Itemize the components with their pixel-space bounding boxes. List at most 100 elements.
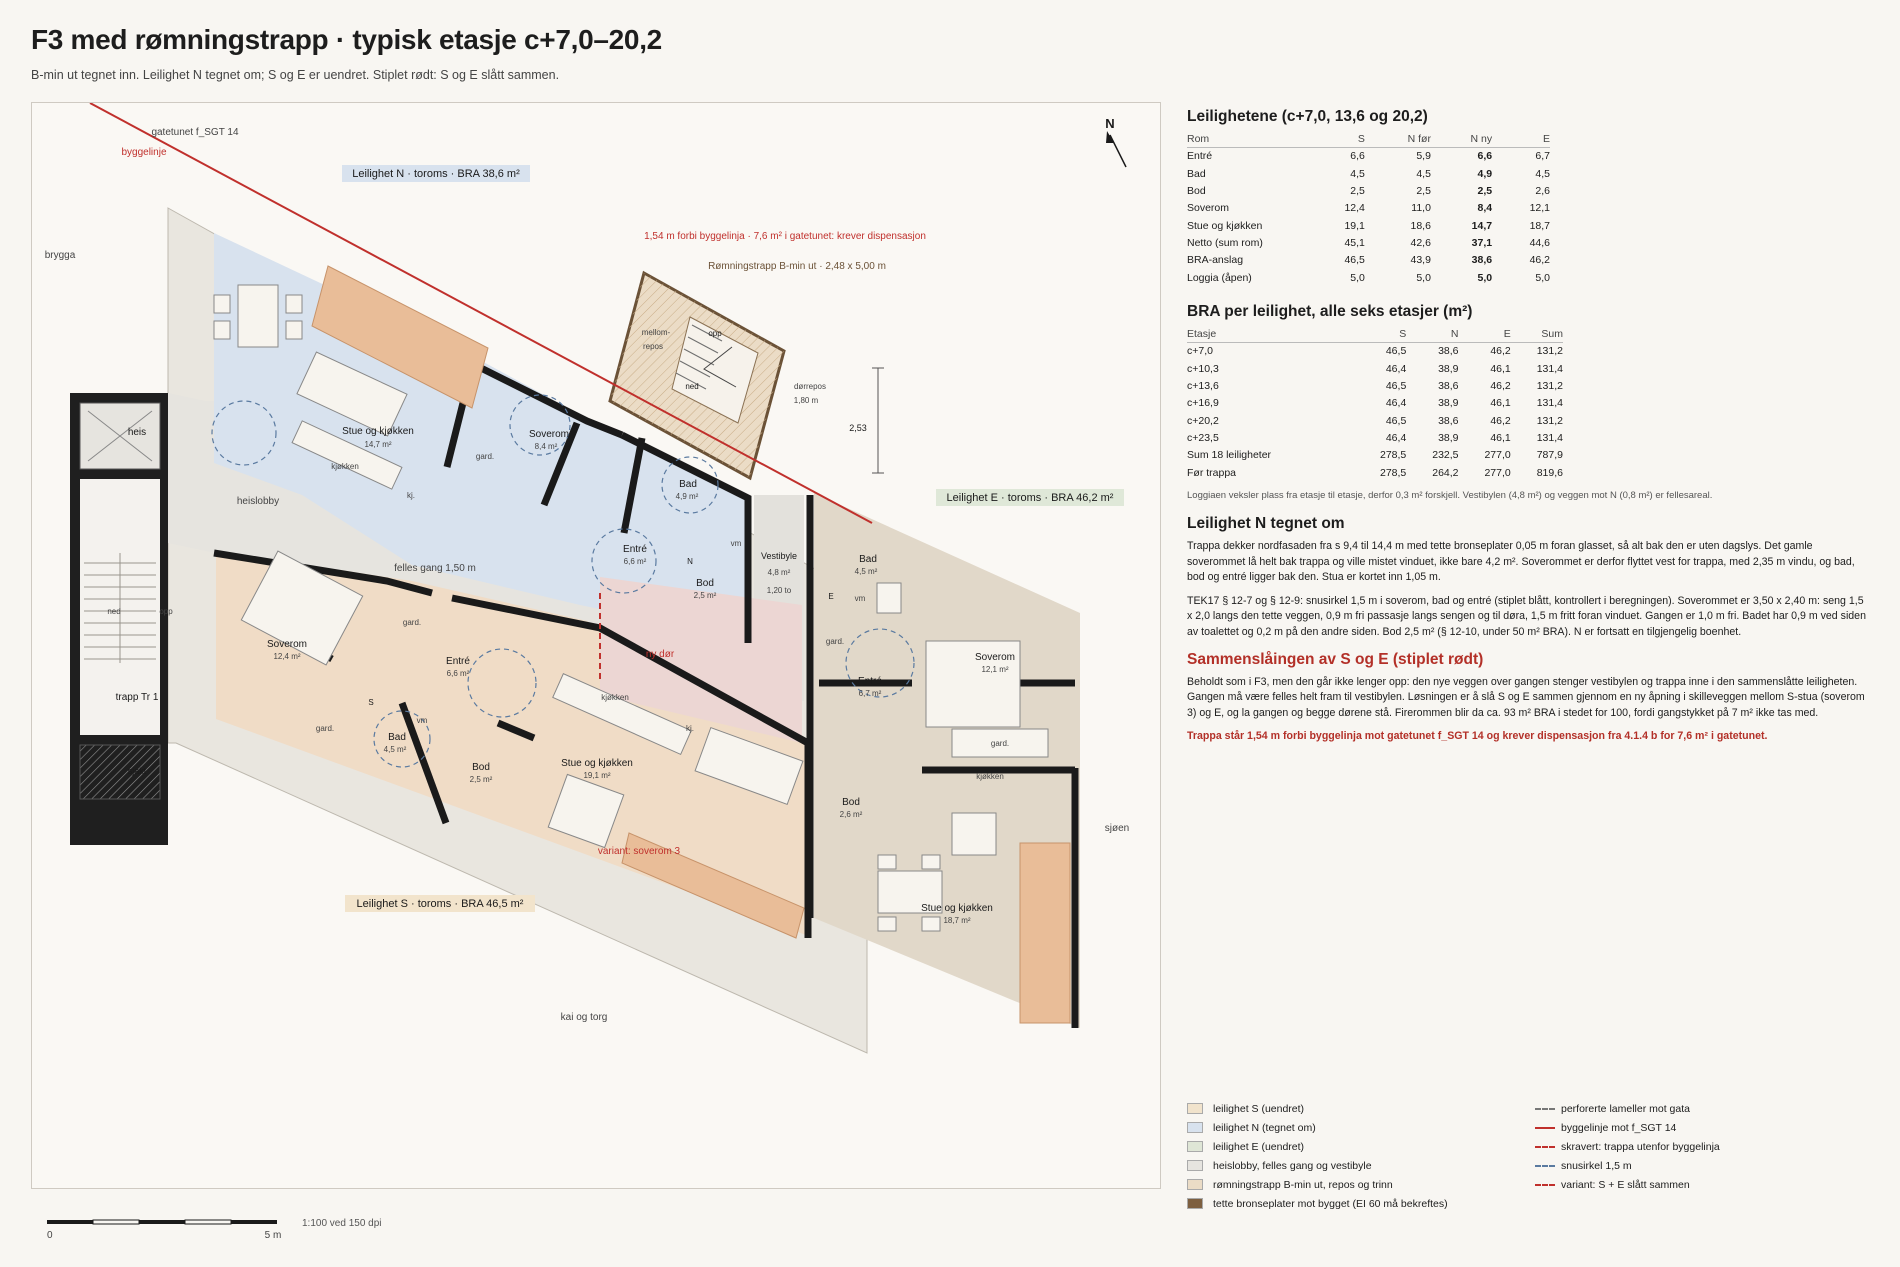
- cell: 6,6: [1477, 150, 1493, 163]
- legend-item: byggelinje mot f_SGT 14: [1535, 1121, 1720, 1140]
- cell: 38,6: [1471, 254, 1493, 267]
- info-panel: Leilighetene (c+7,0, 13,6 og 20,2) Rom S…: [1187, 108, 1867, 753]
- cell: 46,5: [1385, 379, 1407, 392]
- cell: c+23,5: [1187, 432, 1219, 445]
- legend-line-4: [1535, 1184, 1555, 1186]
- legend-swatch-3: [1187, 1160, 1203, 1171]
- dorrepos-dim-label: 1,80 m: [794, 396, 819, 405]
- n-kj-label: kj.: [407, 491, 415, 500]
- cell: Stue og kjøkken: [1187, 219, 1263, 232]
- e-stue-area: 18,7 m²: [943, 916, 970, 925]
- legend-item: leilighet N (tegnet om): [1187, 1121, 1448, 1140]
- stair-opp-label: opp: [708, 329, 722, 338]
- legend-label: skravert: trappa utenfor byggelinja: [1561, 1141, 1720, 1153]
- cell: 131,4: [1536, 432, 1563, 445]
- unit-s-area: [216, 551, 806, 935]
- cell: 46,4: [1385, 432, 1407, 445]
- legend-fills: leilighet S (uendret) leilighet N (tegne…: [1187, 1102, 1448, 1216]
- e-soverom-label: Soverom: [975, 652, 1015, 663]
- n-kjokken-label: kjøkken: [331, 462, 359, 471]
- cell: 42,6: [1410, 237, 1431, 250]
- n-stue-area: 14,7 m²: [364, 440, 391, 449]
- legend-item: variant: S + E slått sammen: [1535, 1178, 1720, 1197]
- e-entre-label: Entré: [858, 676, 882, 687]
- n-kitchen-counter: [291, 420, 403, 490]
- n-stue-label: Stue og kjøkken: [342, 426, 414, 437]
- heis-label: heis: [128, 427, 146, 438]
- scale-zero: 0: [47, 1230, 53, 1241]
- legend-item: leilighet S (uendret): [1187, 1102, 1448, 1121]
- s-table: [547, 773, 625, 849]
- cell: 4,9: [1477, 167, 1493, 180]
- n-soverom-area: 8,4 m²: [535, 442, 558, 451]
- n-gard-label: gard.: [476, 452, 494, 461]
- legend-item: perforerte lameller mot gata: [1535, 1102, 1720, 1121]
- n-sofa: [296, 351, 408, 437]
- cell: 18,6: [1410, 219, 1431, 232]
- s-bed: [240, 550, 364, 666]
- n-soverom-label: Soverom: [529, 429, 569, 440]
- s-bod-label: Bod: [472, 762, 490, 773]
- s-stue-label: Stue og kjøkken: [561, 758, 633, 769]
- cell: 46,1: [1490, 362, 1511, 375]
- cell: 5,0: [1535, 271, 1550, 284]
- e-bed: [925, 640, 1021, 728]
- cell: 46,4: [1385, 362, 1407, 375]
- legend-label: leilighet S (uendret): [1213, 1103, 1305, 1115]
- cell: 43,9: [1410, 254, 1431, 267]
- cell: 46,2: [1529, 254, 1550, 267]
- cell: 38,6: [1438, 379, 1459, 392]
- n-entre-label: Entré: [623, 544, 647, 555]
- n-entre-area: 6,6 m²: [624, 557, 647, 566]
- cell: c+20,2: [1187, 414, 1219, 427]
- sjoen-label: sjøen: [1105, 823, 1129, 834]
- scale-text: 1:100 ved 150 dpi: [302, 1218, 382, 1229]
- cell: 6,6: [1350, 150, 1365, 163]
- cell: c+10,3: [1187, 362, 1219, 375]
- cell: Bod: [1187, 184, 1206, 197]
- snusirkel-n-soverom: [509, 394, 571, 456]
- dorrepos-label: dørrepos: [794, 382, 826, 391]
- cell: 131,2: [1536, 379, 1563, 392]
- sjakt-label: sjakt: [128, 766, 147, 776]
- cell: 38,9: [1438, 397, 1459, 410]
- cell: 131,2: [1536, 345, 1563, 358]
- legend-line-2: [1535, 1146, 1555, 1148]
- heis-shaft: [79, 402, 161, 470]
- vestibyle-dim-label: 1,20 to: [767, 586, 792, 595]
- legend-item: heislobby, felles gang og vestibyle: [1187, 1159, 1448, 1178]
- cell: 38,6: [1438, 345, 1459, 358]
- e-armchair: [951, 812, 997, 856]
- s-s-label: S: [368, 698, 373, 707]
- e-entre-area: 6,7 m²: [859, 689, 882, 698]
- vestibyle-area-label: 4,8 m²: [768, 568, 791, 577]
- section-n-p1: Trappa dekker nordfasaden fra s 9,4 til …: [1187, 540, 1855, 584]
- legend-item: tette bronseplater mot bygget (EI 60 må …: [1187, 1197, 1448, 1216]
- trapp-label: trapp Tr 1: [116, 692, 159, 703]
- cell: 2,5: [1416, 184, 1431, 197]
- mellomrepos-label-1: mellom-: [642, 328, 671, 337]
- snusirkel-s-entre: [467, 648, 537, 718]
- cell: 38,9: [1438, 432, 1459, 445]
- cell: 232,5: [1432, 449, 1459, 462]
- mellomrepos-label-2: repos: [643, 342, 663, 351]
- s-vm-label: vm: [417, 716, 428, 725]
- s-kitchen-counter: [552, 672, 692, 756]
- n-bod-area: 2,5 m²: [694, 591, 717, 600]
- s-bod-area: 2,5 m²: [470, 775, 493, 784]
- s-entre-label: Entré: [446, 656, 470, 667]
- cell: 787,9: [1536, 449, 1563, 462]
- n-bad-area: 4,9 m²: [676, 492, 699, 501]
- cell: 46,5: [1344, 254, 1365, 267]
- t1-h1: S: [1307, 132, 1365, 148]
- s-bad-label: Bad: [388, 732, 406, 743]
- vestibyle-label: Vestibyle: [761, 551, 797, 561]
- dispensasjon-label: 1,54 m forbi byggelinja · 7,6 m² i gatet…: [644, 231, 926, 242]
